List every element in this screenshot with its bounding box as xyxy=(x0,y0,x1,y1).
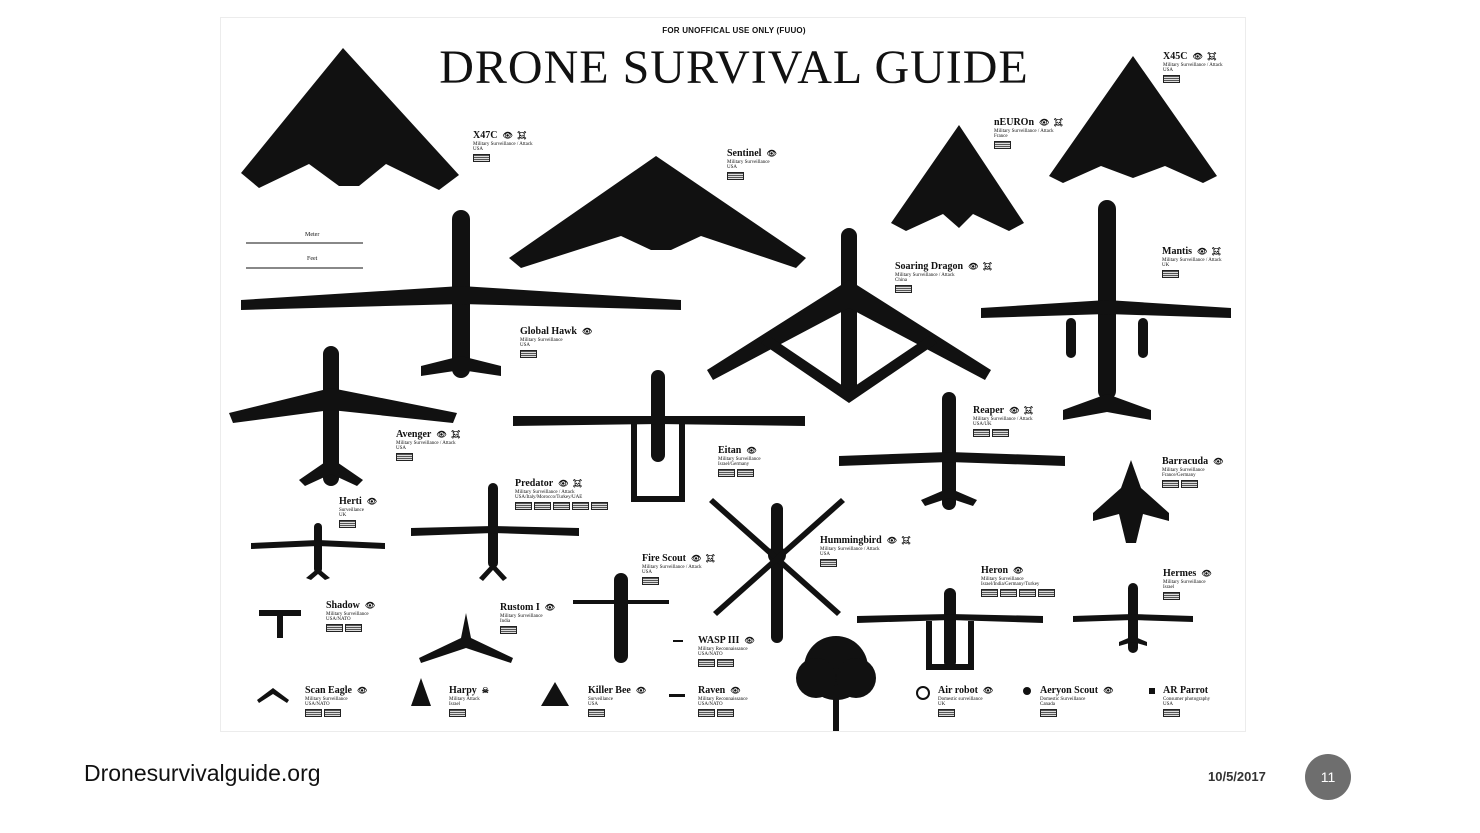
avenger-fuselage xyxy=(323,346,339,486)
poster-title: DRONE SURVIVAL GUIDE xyxy=(439,41,1029,94)
tree-silhouette xyxy=(796,636,876,731)
footer-date: 10/5/2017 xyxy=(1208,769,1266,784)
reaper-fuselage xyxy=(942,392,956,510)
soaring-fuselage xyxy=(841,228,857,398)
drone-silhouettes xyxy=(229,48,1231,731)
footer-website-link[interactable]: Dronesurvivalguide.org xyxy=(84,760,321,786)
killerbee-silhouette xyxy=(541,682,569,706)
x45c-silhouette xyxy=(1049,56,1217,183)
heron-fuselage xyxy=(944,588,956,668)
herti-fuselage xyxy=(314,523,322,573)
mantis-engine-right xyxy=(1138,318,1148,358)
hermes-wing xyxy=(1073,614,1193,622)
predator-wing xyxy=(411,526,579,536)
hermes-tail xyxy=(1119,636,1147,646)
label-mantis: Mantis👁 ☠ Military Surveillance / Attack… xyxy=(1162,246,1222,278)
label-neuron: nEUROn👁 ☠ Military Surveillance / Attack… xyxy=(994,117,1064,149)
label-reaper: Reaper👁 ☠ Military Surveillance / Attack… xyxy=(973,405,1034,437)
aeryon-silhouette xyxy=(1023,687,1031,695)
arparrot-silhouette xyxy=(1149,688,1155,694)
herti-tail xyxy=(306,568,330,580)
label-fire-scout: Fire Scout👁 ☠ Military Surveillance / At… xyxy=(642,553,716,585)
firescout-rotor xyxy=(573,600,669,604)
label-hummingbird: Hummingbird👁 ☠ Military Surveillance / A… xyxy=(820,535,912,567)
page-number-badge: 11 xyxy=(1305,754,1351,800)
barracuda-silhouette xyxy=(1093,460,1169,543)
globalhawk-tail xyxy=(421,356,501,376)
predator-tail xyxy=(479,563,507,581)
mantis-engine-left xyxy=(1066,318,1076,358)
heron-booms xyxy=(926,621,974,670)
harpy-silhouette xyxy=(411,678,431,706)
heron-wing xyxy=(857,614,1043,623)
predator-fuselage xyxy=(488,483,498,568)
herti-wing xyxy=(251,540,385,549)
scale-meter-label: Meter xyxy=(305,232,320,238)
raven-silhouette xyxy=(669,694,685,697)
neuron-silhouette xyxy=(891,125,1024,231)
globalhawk-wing xyxy=(241,286,681,310)
wasp-silhouette xyxy=(673,640,683,642)
avenger-wing xyxy=(229,388,457,423)
airrobot-silhouette xyxy=(916,686,930,700)
label-soaring-dragon: Soaring Dragon👁 ☠ Military Surveillance … xyxy=(895,261,993,293)
shadow-silhouette xyxy=(259,610,301,638)
scale-bars xyxy=(246,242,363,269)
top-note: FOR UNOFFICAL USE ONLY (FUUO) xyxy=(662,26,806,35)
avenger-tail xyxy=(299,458,363,486)
mantis-wing xyxy=(981,300,1231,318)
rustom-silhouette xyxy=(419,613,513,663)
reaper-tail xyxy=(921,488,977,506)
label-predator: Predator👁 ☠ Military Surveillance / Atta… xyxy=(515,478,608,510)
eitan-booms xyxy=(631,423,685,502)
soaring-forewing xyxy=(707,280,991,380)
drone-survival-guide-poster: FOR UNOFFICAL USE ONLY (FUUO) DRONE SURV… xyxy=(220,17,1246,732)
label-avenger: Avenger👁 ☠ Military Surveillance / Attac… xyxy=(396,429,462,461)
reaper-wing xyxy=(839,452,1065,466)
x47c-silhouette xyxy=(241,48,459,190)
sentinel-silhouette xyxy=(509,156,806,268)
soaring-aftwing xyxy=(761,336,937,403)
scaneagle-silhouette xyxy=(257,688,289,703)
hummingbird-silhouette xyxy=(709,498,845,643)
eitan-wing xyxy=(513,416,805,426)
firescout-fuselage xyxy=(614,573,628,663)
scale-feet-label: Feet xyxy=(307,256,318,262)
mantis-tail xyxy=(1063,394,1151,420)
